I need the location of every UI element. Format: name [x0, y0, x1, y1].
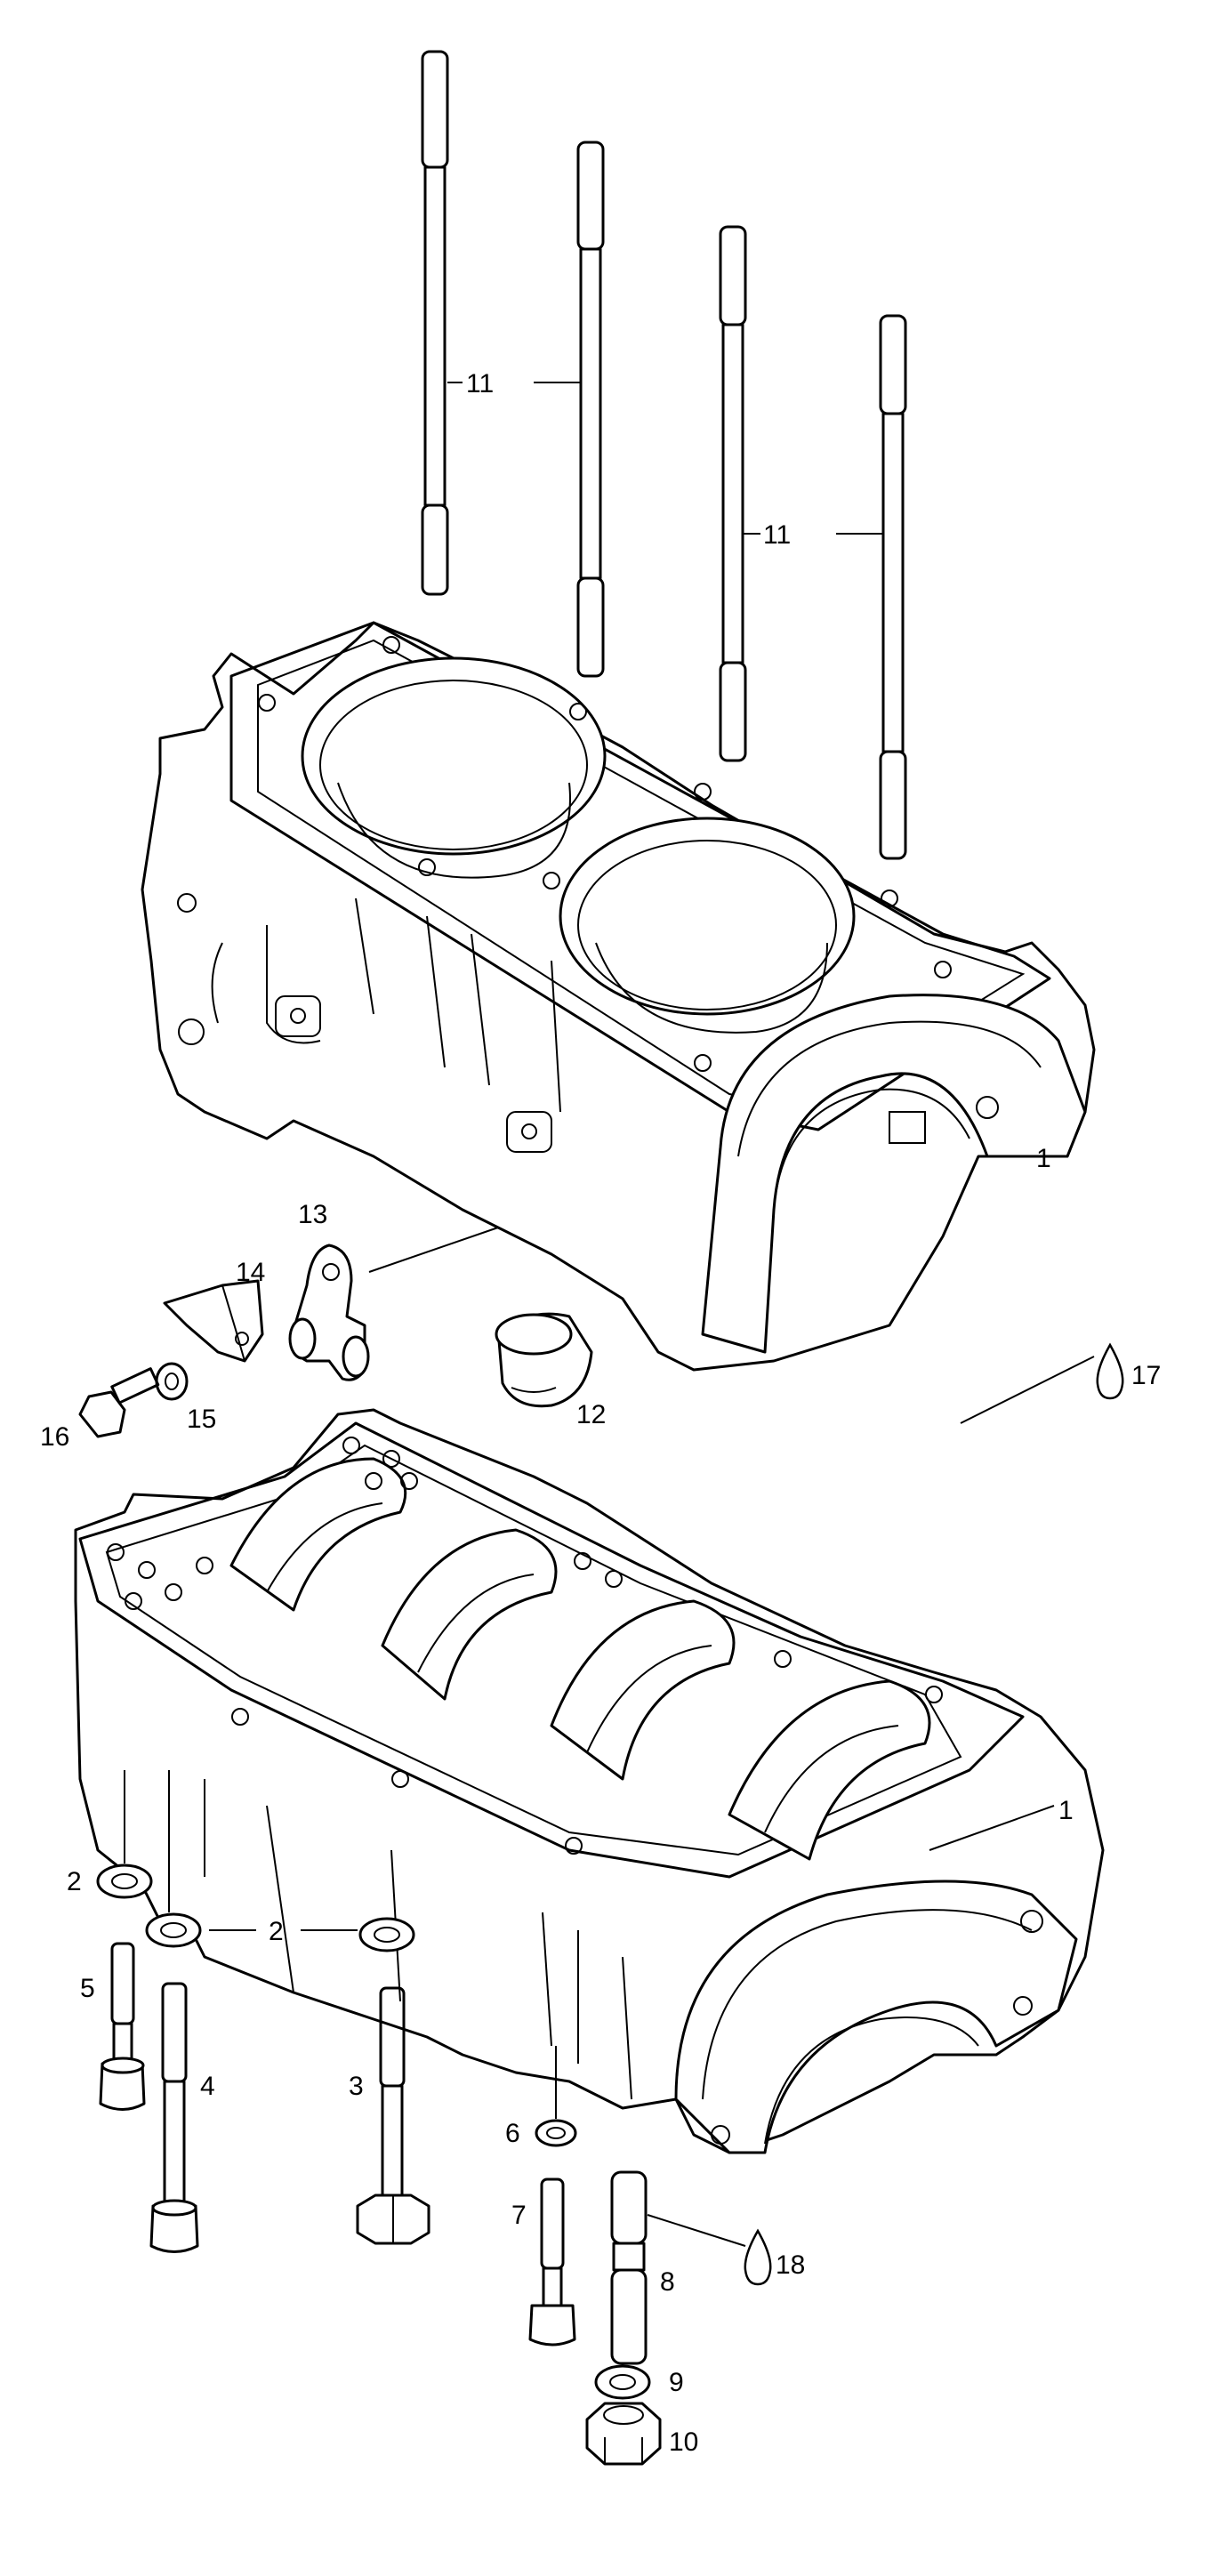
callout-1: 1 — [1058, 1796, 1074, 1825]
screw-4 — [149, 1982, 199, 2253]
callout-15: 15 — [187, 1405, 216, 1434]
callout-9: 9 — [669, 2368, 684, 2397]
stud-8 — [610, 2170, 648, 2365]
callout-2: 2 — [67, 1867, 82, 1896]
callout-10: 10 — [669, 2427, 698, 2457]
stud-11-d — [879, 314, 907, 860]
bolt-16 — [78, 1367, 160, 1438]
callout-18: 18 — [776, 2250, 805, 2280]
lock-washer-2-b — [145, 1912, 202, 1948]
screw-5 — [99, 1942, 146, 2111]
callout-13: 13 — [298, 1200, 327, 1229]
lubricant-drop-icon — [1096, 1342, 1124, 1400]
callout-11: 11 — [763, 520, 791, 550]
callout-3: 3 — [349, 2072, 364, 2101]
bracket-14 — [163, 1279, 264, 1363]
washer-15 — [155, 1362, 189, 1401]
callout-2: 2 — [269, 1917, 284, 1946]
callout-7: 7 — [511, 2201, 527, 2230]
callout-14: 14 — [236, 1258, 265, 1287]
lock-washer-9 — [594, 2364, 651, 2400]
nut-10 — [585, 2402, 662, 2466]
lower-crankcase-half — [74, 1408, 1105, 2154]
callout-8: 8 — [660, 2267, 675, 2297]
callout-12: 12 — [576, 1400, 606, 1429]
stud-11-c — [719, 225, 747, 762]
callout-4: 4 — [200, 2072, 215, 2101]
screw-7 — [528, 2178, 576, 2347]
lubricant-drop-icon — [744, 2228, 772, 2286]
leader-lines — [124, 382, 1095, 2247]
callout-16: 16 — [40, 1422, 69, 1452]
callout-6: 6 — [505, 2119, 520, 2148]
upper-crankcase-half — [141, 621, 1096, 1372]
clip-13 — [288, 1244, 370, 1381]
plug-12 — [495, 1312, 593, 1408]
callout-5: 5 — [80, 1974, 95, 2003]
bolt-3 — [356, 1986, 430, 2245]
callout-11: 11 — [466, 369, 494, 398]
callout-17: 17 — [1131, 1361, 1161, 1390]
washer-6 — [535, 2119, 577, 2147]
stud-11-b — [576, 141, 605, 678]
stud-11-a — [421, 50, 449, 596]
callout-1: 1 — [1036, 1144, 1051, 1173]
lock-washer-2-c — [358, 1917, 415, 1952]
lock-washer-2-a — [96, 1864, 153, 1899]
